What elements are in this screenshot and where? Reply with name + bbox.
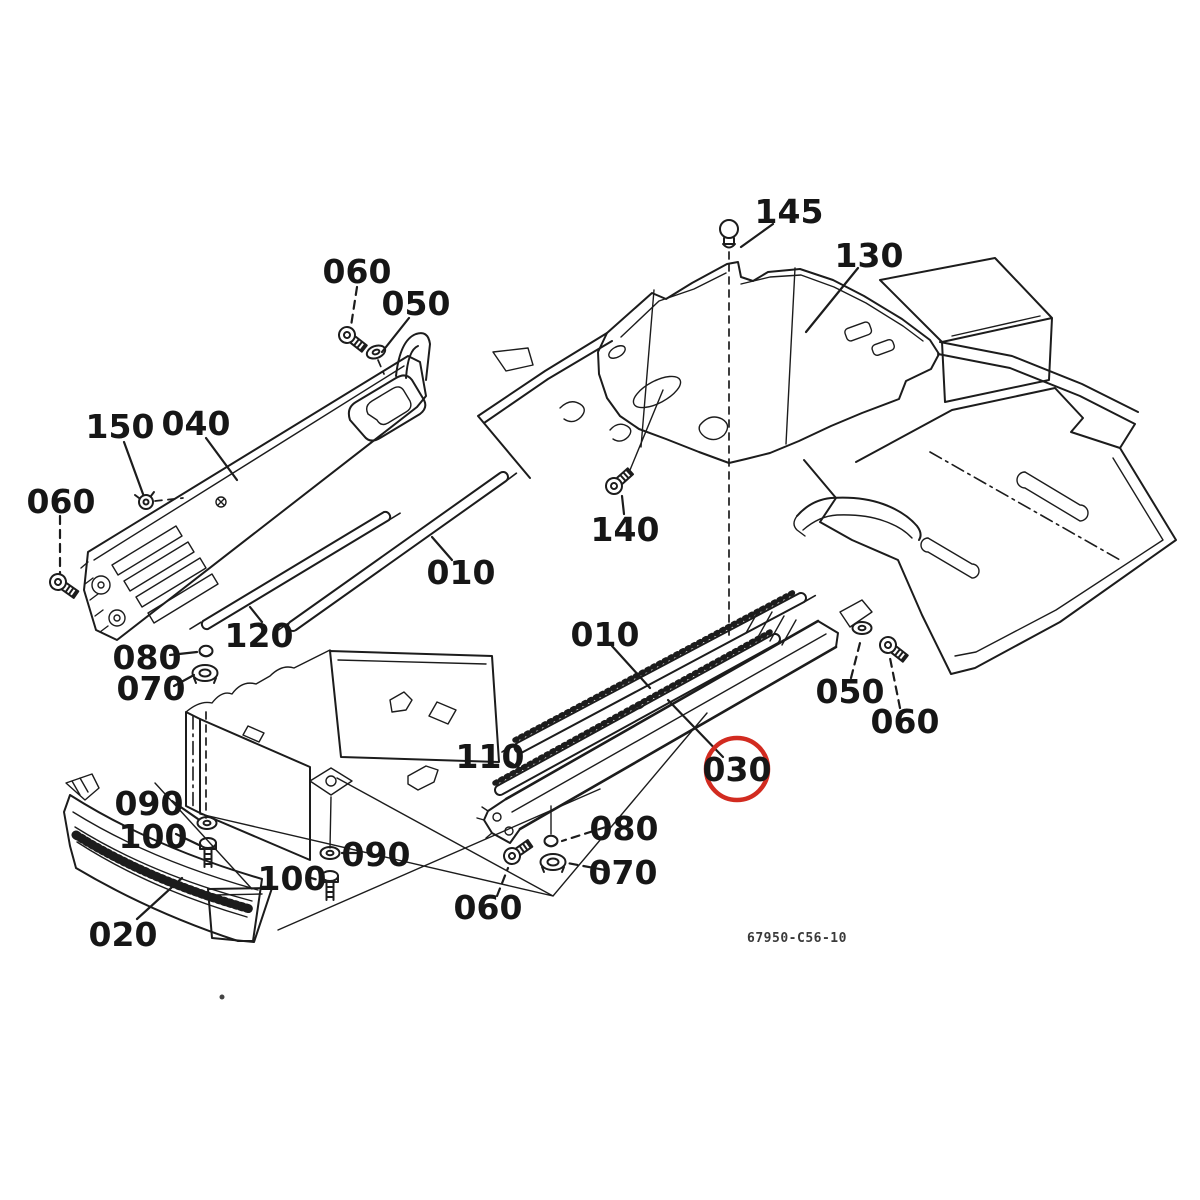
part-label-060-right: 060 [871,702,940,741]
bolt-060-topleft [334,322,371,356]
nut-080-right [543,834,559,848]
drawing-number: 67950-C56-10 [747,931,847,946]
part-label-010-upper: 010 [427,553,496,592]
part-label-100-center: 100 [258,859,327,898]
part-strip-010-upper [276,471,519,632]
bolt-060-right [875,632,912,666]
part-strip-110 [492,629,781,796]
part-label-140: 140 [591,510,660,549]
part-label-060-topleft: 060 [323,252,392,291]
part-strip-120 [189,510,403,631]
part-label-050-right: 050 [816,672,885,711]
floor-outline-lines [154,712,708,931]
washer-090-center [319,846,341,860]
part-label-070-right: 070 [589,853,658,892]
nut-080-left [198,644,214,658]
part-label-010-lower: 010 [571,615,640,654]
washer-050-topleft [364,342,388,362]
part-label-070-left: 070 [117,669,186,708]
washer-050-right [851,621,873,635]
hardware [45,219,912,901]
part-label-090-left: 090 [115,784,184,823]
part-label-145: 145 [755,192,824,231]
part-label-150: 150 [86,407,155,446]
capnut-070-left [191,664,219,684]
part-label-110: 110 [456,737,525,776]
part-label-030-highlighted: 030 [703,750,772,789]
clip-150 [134,491,155,510]
plug-145 [719,219,739,249]
part-console [879,257,1053,403]
highlight-circle-030 [703,735,771,803]
part-label-090-center: 090 [342,835,411,874]
part-label-080-right: 080 [590,809,659,848]
part-side-panel-040 [80,332,431,641]
part-label-020: 020 [89,915,158,954]
part-label-120: 120 [225,616,294,655]
part-fender-platform [793,387,1177,675]
part-labels: 145 130 060 050 150 040 060 010 120 140 … [27,192,940,954]
part-label-100-left: 100 [119,817,188,856]
bolt-140 [601,464,637,499]
part-support-box [185,649,500,861]
part-label-060-bottom: 060 [454,888,523,927]
leader-lines [58,222,902,921]
bolt-060-left [45,569,82,603]
capnut-070-right [539,853,567,873]
part-strip-010-lower [501,588,819,754]
washer-090-left [196,816,218,830]
part-label-050-topleft: 050 [382,284,451,323]
part-label-040: 040 [162,404,231,443]
part-label-130: 130 [835,236,904,275]
part-rear-sheet [937,341,1139,449]
ink-speck [219,994,225,1000]
part-side-rail-030 [476,599,873,844]
part-label-060-left: 060 [27,482,96,521]
part-hood-130 [477,261,940,641]
part-label-080-left: 080 [113,638,182,677]
part-grille-020 [63,773,273,943]
